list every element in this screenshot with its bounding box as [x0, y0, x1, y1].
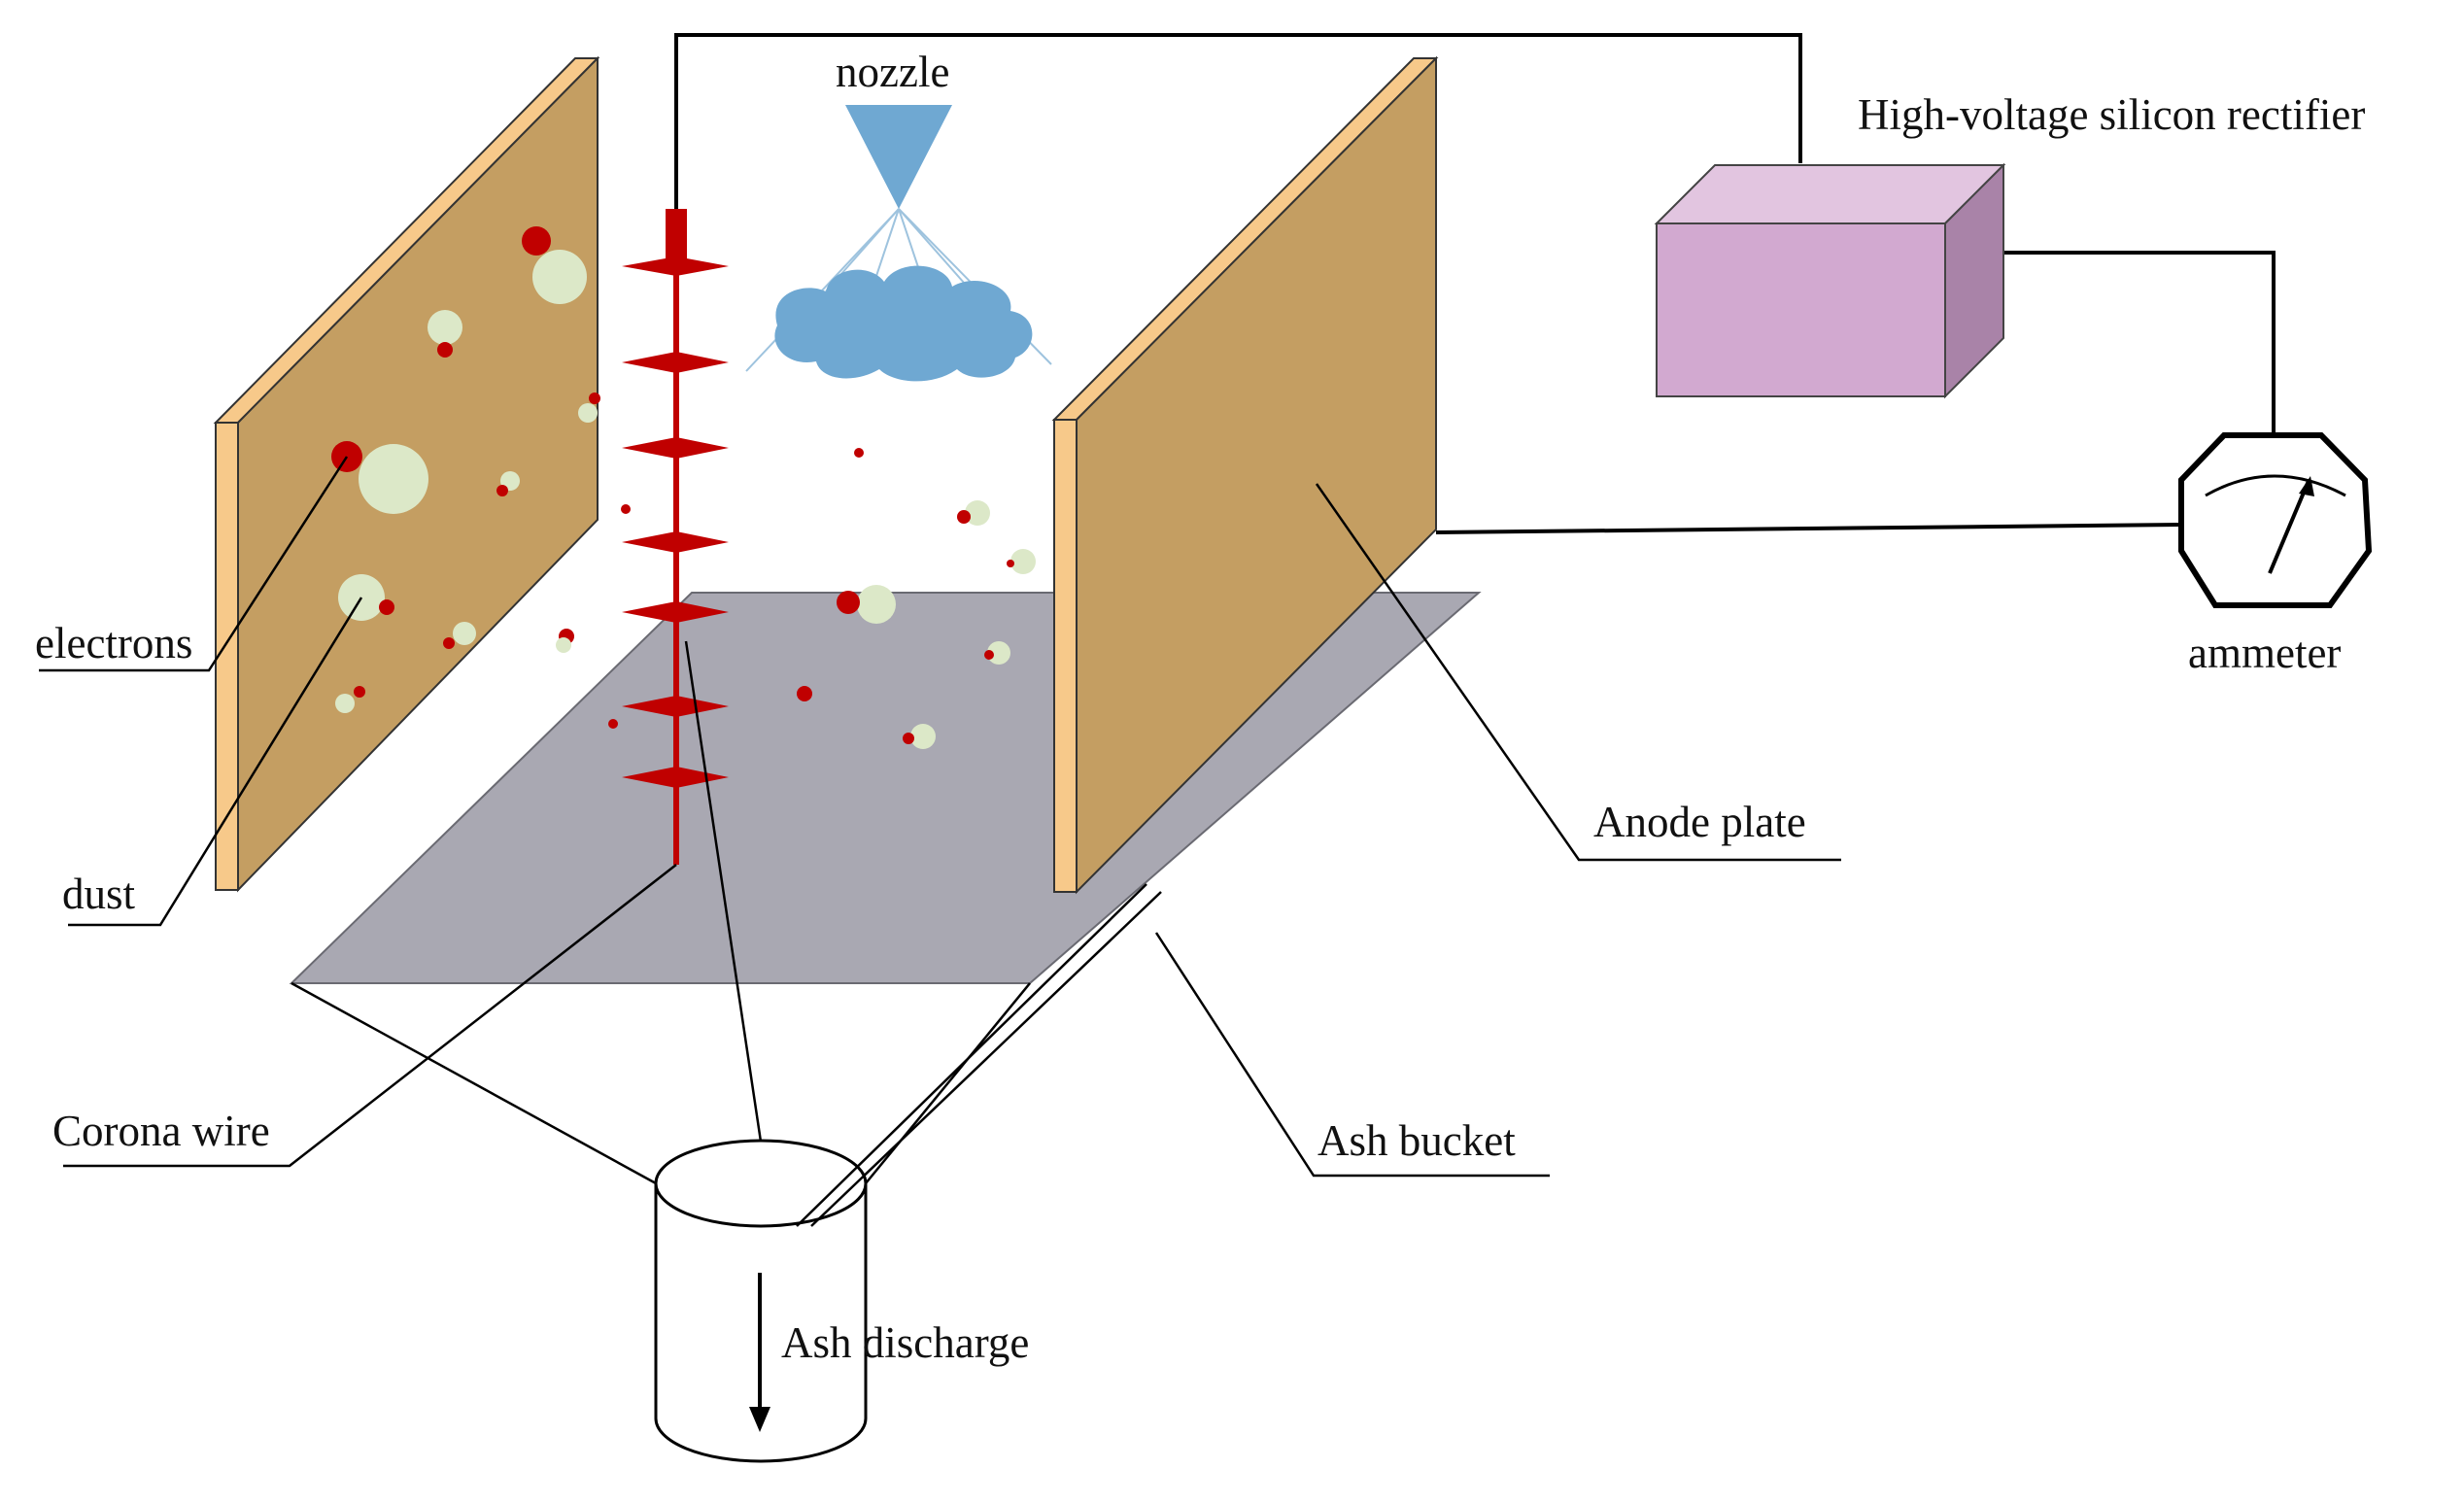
- leader-lines: [39, 456, 1841, 1178]
- corona-wire: [622, 209, 729, 865]
- corona-wire-label: Corona wire: [52, 1107, 270, 1155]
- anode-ammeter-wire: [1435, 523, 2182, 534]
- nozzle-icon: [845, 105, 952, 209]
- spray-cloud: [774, 265, 1033, 382]
- free-particles: [556, 448, 1036, 749]
- ammeter-label: ammeter: [2188, 629, 2342, 677]
- nozzle-label: nozzle: [836, 48, 950, 96]
- anode-plate-label: Anode plate: [1593, 798, 1806, 846]
- hv-supply-wire: [674, 33, 1802, 209]
- dust-label: dust: [62, 870, 136, 918]
- funnel-lines: [291, 640, 1162, 1227]
- left-plate-particles: [331, 226, 600, 713]
- ash-discharge-arrow: [749, 1273, 770, 1432]
- electrons-label: electrons: [35, 619, 193, 667]
- nozzle-spray: [745, 105, 1052, 382]
- rectifier-ammeter-wire: [2000, 251, 2276, 437]
- ammeter-icon: [2178, 432, 2373, 608]
- ash-bucket-label: Ash bucket: [1318, 1116, 1516, 1165]
- rectifier-label: High-voltage silicon rectifier: [1858, 90, 2366, 139]
- anode-plate: [1051, 55, 1439, 895]
- ash-discharge-label: Ash discharge: [781, 1318, 1030, 1367]
- rectifier-box: [1654, 162, 2006, 399]
